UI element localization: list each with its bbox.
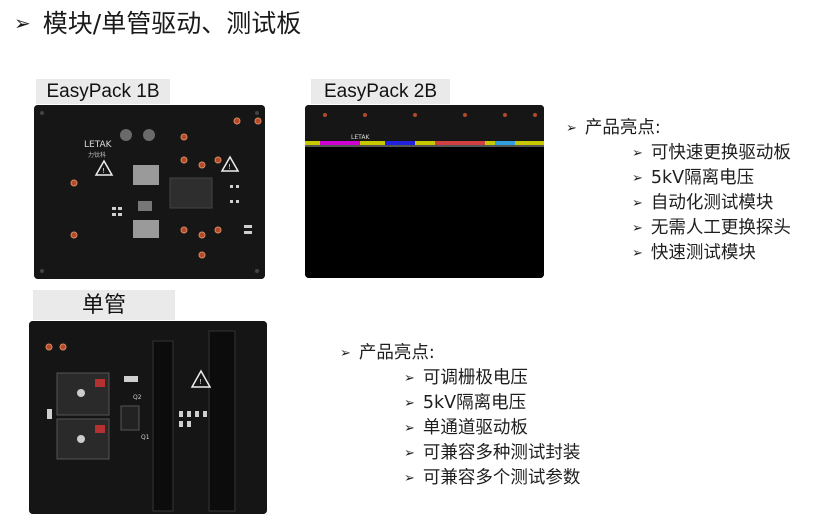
arrow-bullet-icon: ➢ bbox=[632, 196, 643, 211]
pcb-1b-graphic: LETAK 力钛科 ! ! bbox=[34, 105, 265, 279]
svg-text:LETAK: LETAK bbox=[84, 140, 113, 150]
easypack-1b-label: EasyPack 1B bbox=[36, 79, 170, 104]
arrow-bullet-icon: ➢ bbox=[404, 421, 415, 436]
svg-text:力钛科: 力钛科 bbox=[88, 151, 106, 159]
highlights-top-heading: ➢产品亮点: bbox=[566, 118, 661, 138]
highlights-bottom-item: ➢5kV隔离电压 bbox=[404, 393, 527, 413]
arrow-bullet-icon: ➢ bbox=[632, 171, 643, 186]
svg-text:!: ! bbox=[199, 378, 202, 386]
svg-text:LETAK: LETAK bbox=[351, 134, 370, 141]
arrow-bullet-icon: ➢ bbox=[404, 371, 415, 386]
easypack-1b-board-image: LETAK 力钛科 ! ! bbox=[34, 105, 265, 279]
highlights-top-item: ➢5kV隔离电压 bbox=[632, 168, 755, 188]
easypack-2b-board-image: LETAK bbox=[305, 105, 544, 278]
svg-text:Q2: Q2 bbox=[133, 394, 142, 401]
svg-text:!: ! bbox=[228, 163, 231, 171]
highlights-top-item: ➢可快速更换驱动板 bbox=[632, 143, 791, 163]
arrow-bullet-icon: ➢ bbox=[404, 446, 415, 461]
highlights-top-item: ➢快速测试模块 bbox=[632, 243, 756, 263]
arrow-bullet-icon: ➢ bbox=[404, 396, 415, 411]
arrow-bullet-icon: ➢ bbox=[632, 146, 643, 161]
highlights-bottom-item: ➢可兼容多个测试参数 bbox=[404, 468, 581, 488]
svg-text:!: ! bbox=[102, 167, 105, 175]
arrow-bullet-icon: ➢ bbox=[632, 221, 643, 236]
pcb-discrete-graphic: Q2 Q1 ! bbox=[29, 321, 267, 514]
discrete-label: 单管 bbox=[33, 290, 175, 320]
slide-title-text: 模块/单管驱动、测试板 bbox=[42, 9, 302, 38]
highlights-bottom-item: ➢可调栅极电压 bbox=[404, 368, 528, 388]
slide-title: ➢ 模块/单管驱动、测试板 bbox=[14, 6, 301, 40]
arrow-bullet-icon: ➢ bbox=[340, 346, 351, 361]
pcb-2b-graphic: LETAK bbox=[305, 105, 544, 278]
svg-text:Q1: Q1 bbox=[141, 434, 150, 441]
highlights-top-item: ➢自动化测试模块 bbox=[632, 193, 774, 213]
highlights-top-item: ➢无需人工更换探头 bbox=[632, 218, 791, 238]
discrete-board-image: Q2 Q1 ! bbox=[29, 321, 267, 514]
arrow-bullet-icon: ➢ bbox=[566, 121, 577, 136]
arrow-bullet-icon: ➢ bbox=[404, 471, 415, 486]
arrow-bullet-icon: ➢ bbox=[14, 11, 31, 35]
highlights-bottom-item: ➢可兼容多种测试封装 bbox=[404, 443, 581, 463]
highlights-bottom-item: ➢单通道驱动板 bbox=[404, 418, 528, 438]
easypack-2b-label: EasyPack 2B bbox=[311, 79, 450, 104]
arrow-bullet-icon: ➢ bbox=[632, 246, 643, 261]
highlights-bottom-heading: ➢产品亮点: bbox=[340, 343, 435, 363]
